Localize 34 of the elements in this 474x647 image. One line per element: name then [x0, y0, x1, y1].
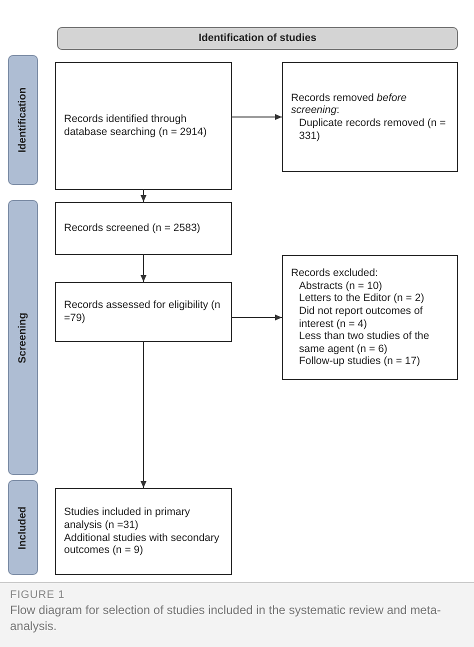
process-box — [55, 488, 232, 575]
process-box — [55, 282, 232, 342]
arrow — [232, 114, 282, 120]
process-box — [55, 202, 232, 255]
arrow — [140, 254, 146, 282]
box-text: Letters to the Editor (n = 2) — [298, 292, 426, 305]
box-text: Abstracts (n = 10) — [298, 280, 384, 292]
box-text: Records assessed for eligibility (n =79) — [64, 299, 222, 325]
arrow — [232, 314, 282, 320]
box-text: Records removed before screening: — [291, 92, 408, 117]
caption: Flow diagram for selection of studies included in the systematic review and meta-analysis. — [10, 603, 442, 634]
box-text: Studies included in primary analysis (n =31) — [64, 506, 192, 532]
band-label: Identification — [16, 87, 30, 153]
box-text: Less than two studies of the same agent (n = 6) — [298, 330, 430, 356]
box-text: Records excluded: — [291, 267, 379, 280]
phase-band — [8, 480, 38, 575]
box-text: Did not report outcomes of interest (n = 4) — [298, 304, 424, 330]
box-text: Records screened (n = 2583) — [64, 222, 202, 235]
process-box — [55, 62, 232, 190]
phase-band — [8, 55, 38, 185]
header-bar — [57, 27, 458, 50]
box-text: Duplicate records removed (n = 331) — [298, 117, 447, 142]
phase-band — [8, 200, 38, 475]
arrow — [140, 342, 146, 488]
box-text: Records identified through database searching (n = 2914) — [64, 113, 208, 139]
arrow — [140, 190, 146, 202]
figure-label: FIGURE 1 — [10, 589, 66, 601]
header-text: Identification of studies — [198, 32, 316, 45]
process-box — [282, 62, 458, 172]
band-label: Included — [16, 506, 30, 550]
box-text: Follow-up studies (n = 17) — [298, 355, 422, 368]
process-box — [282, 255, 458, 380]
band-label: Screening — [16, 312, 30, 363]
box-text: Additional studies with secondary outcomes (n = 9) — [64, 532, 220, 557]
